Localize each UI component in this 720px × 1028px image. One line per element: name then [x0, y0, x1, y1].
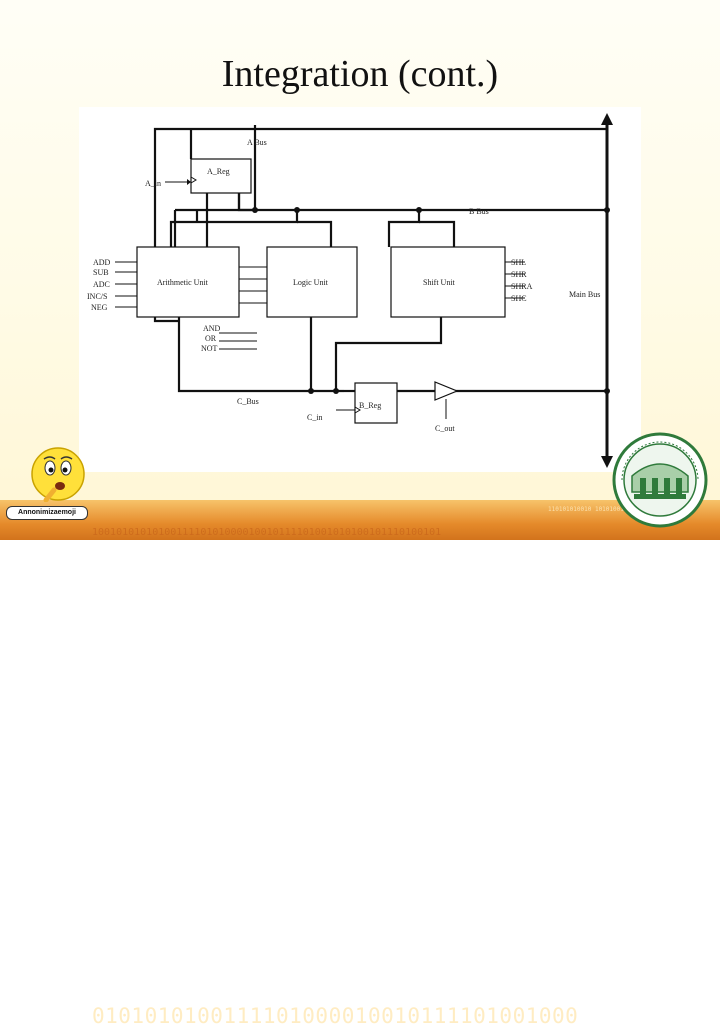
- main-bus-label: Main Bus: [569, 290, 600, 299]
- c-out-label: C_out: [435, 424, 455, 433]
- c-bus-label: C_Bus: [237, 397, 259, 406]
- thinking-emoji-icon: [31, 447, 85, 502]
- b-reg-clock-marker: [354, 406, 361, 414]
- b-bus-label: B Bus: [469, 207, 489, 216]
- c-bus-shift: [334, 317, 443, 391]
- b-reg-box: [354, 382, 398, 424]
- emoji-caption-badge: Annonimizaemoji: [6, 506, 88, 520]
- slide-title: Integration (cont.): [221, 53, 499, 95]
- route-logic-a: [297, 220, 333, 247]
- arith-input-label: ADC: [93, 280, 110, 289]
- a-reg-box: [190, 158, 252, 194]
- shift-input-label: SHC: [511, 294, 527, 303]
- shift-input-label: SHR: [511, 270, 527, 279]
- shift-input-label: SHRA: [511, 282, 533, 291]
- logic-input-label: AND: [203, 324, 221, 333]
- c-in-label: C_in: [307, 413, 323, 422]
- route-shift-a: [419, 220, 456, 247]
- arith-input-label: ADD: [93, 258, 111, 267]
- b-reg-label: B_Reg: [359, 401, 381, 410]
- logic-input-label: OR: [205, 334, 217, 343]
- circuit-schematic: A Bus A_Reg A_in B Bus ADD SUB ADC INC/S…: [87, 113, 613, 468]
- a-reg-label: A_Reg: [207, 167, 230, 176]
- route-arith-a: [169, 210, 299, 247]
- junction-dot: [308, 388, 314, 394]
- junction-dot: [333, 388, 339, 394]
- arith-input-label: NEG: [91, 303, 108, 312]
- logic-unit-box: [266, 246, 358, 318]
- c-bus-arith: [177, 317, 344, 393]
- binary-text-decoration: 0101010100111101000010010111101001000: [92, 1004, 579, 1028]
- logic-input-label: NOT: [201, 344, 218, 353]
- a-reg-clock-marker: [190, 176, 197, 184]
- shift-input-label: SHL: [511, 258, 526, 267]
- alu-integration-diagram: A Bus A_Reg A_in B Bus ADD SUB ADC INC/S…: [79, 107, 641, 472]
- arithmetic-unit-box: [136, 246, 240, 318]
- junction-dot: [252, 207, 258, 213]
- junction-dot: [604, 207, 610, 213]
- arith-input-label: SUB: [93, 268, 109, 277]
- route-logic-b: [387, 210, 421, 247]
- logic-unit-label: Logic Unit: [293, 278, 329, 287]
- a-reg-out-2: [237, 193, 255, 212]
- binary-small-decoration: 110101010010 101010010101 1010100101: [548, 506, 679, 513]
- main-bus-arrow-down: [601, 456, 613, 468]
- shift-unit-box: [390, 246, 506, 318]
- arithmetic-unit-label: Arithmetic Unit: [157, 278, 209, 287]
- arith-input-label: INC/S: [87, 292, 107, 301]
- a-bus-line: [153, 127, 607, 323]
- main-bus-arrow-up: [601, 113, 613, 125]
- a-in-label: A_in: [145, 179, 161, 188]
- shift-unit-label: Shift Unit: [423, 278, 456, 287]
- tri-state-buffer: [434, 381, 459, 401]
- binary-row-decoration: 1001010101010011110101000010010111101001…: [92, 527, 442, 538]
- junction-dot: [604, 388, 610, 394]
- university-seal-logo: [612, 432, 708, 528]
- a-bus-label: A Bus: [247, 138, 267, 147]
- a-in-arrow: [187, 179, 191, 185]
